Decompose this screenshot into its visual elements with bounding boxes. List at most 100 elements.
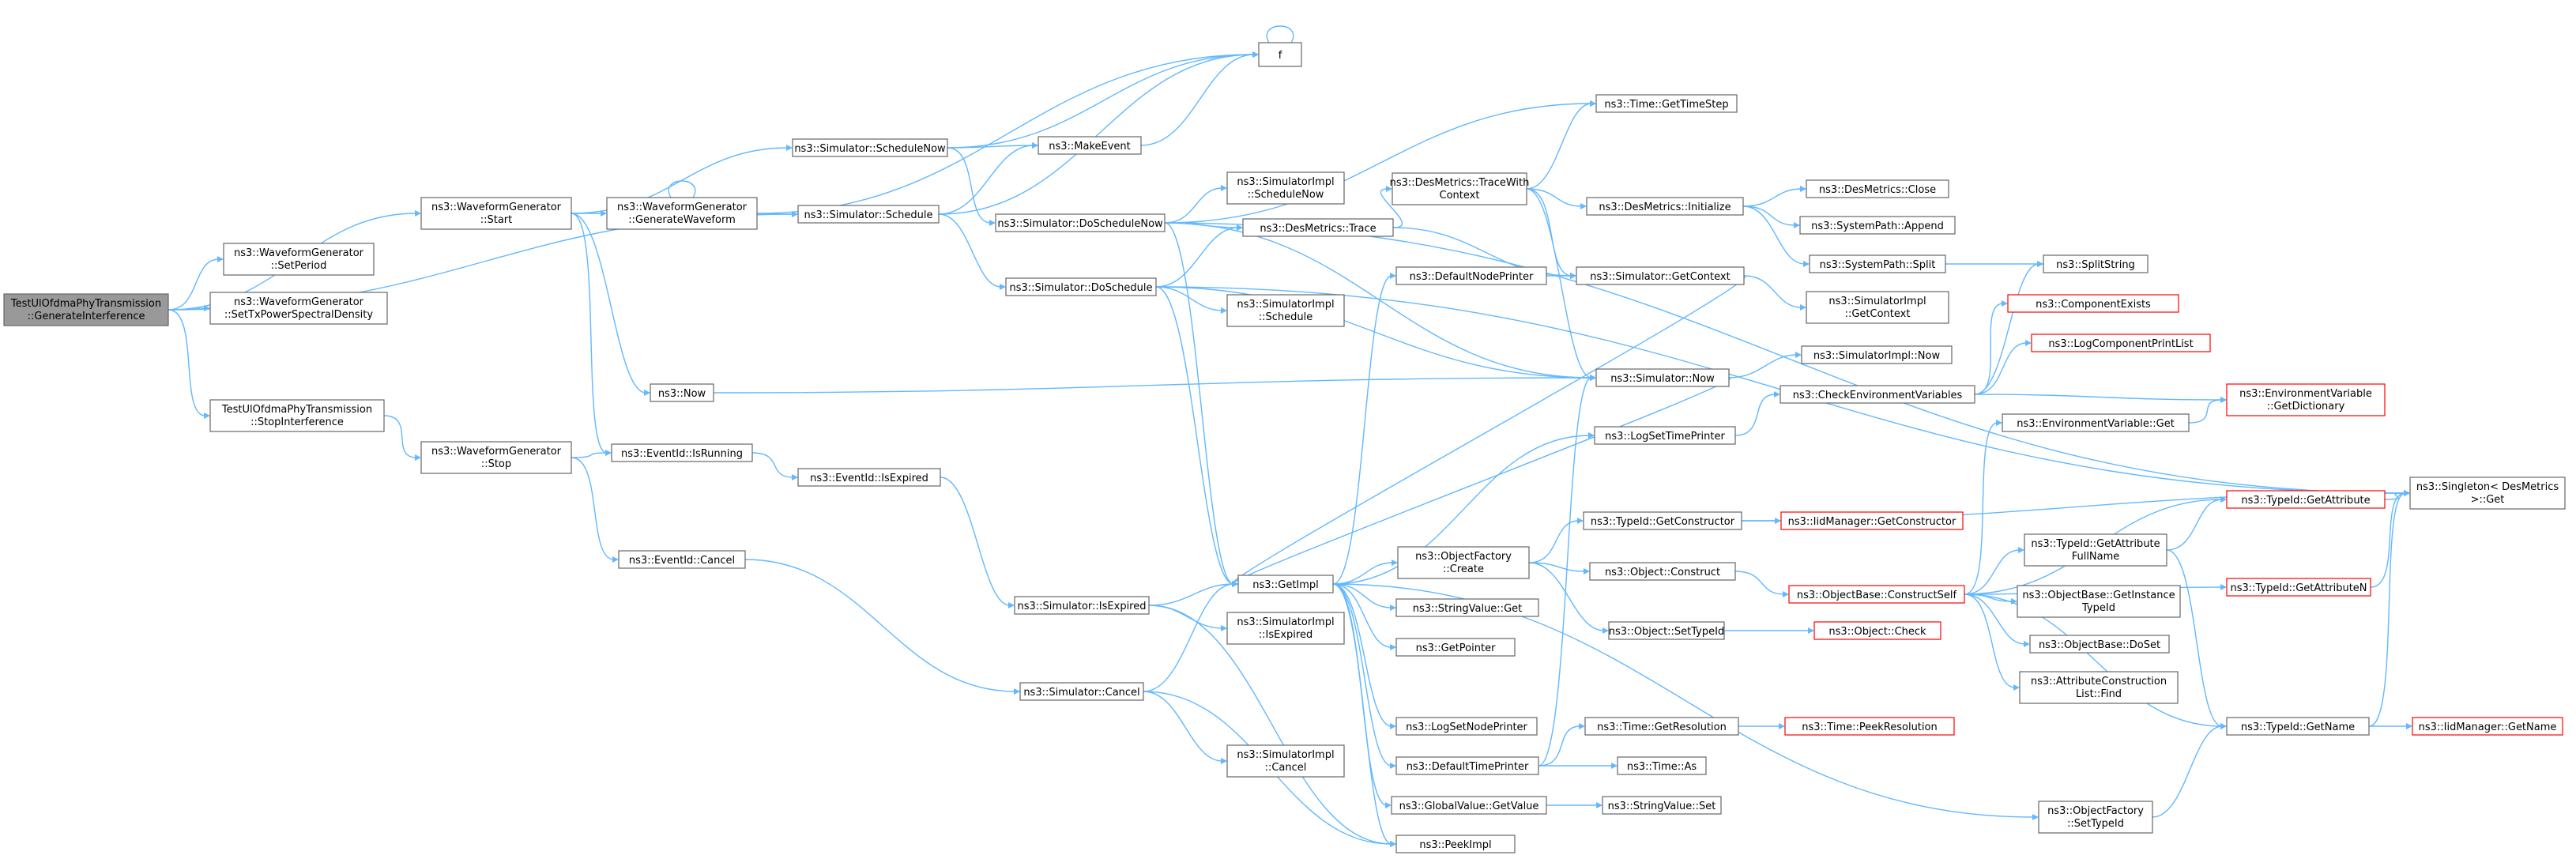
node-sim-now[interactable]: ns3::Simulator::Now [1595, 368, 1730, 387]
node-singleton-get[interactable]: ns3::Singleton< DesMetrics >::Get [2409, 477, 2566, 510]
edge-desmetrics_tracewith-to-time_gettimestep [1526, 103, 1592, 190]
node-label: ns3::WaveformGenerator [234, 247, 364, 259]
node-box [2017, 585, 2181, 618]
node-sim-doschedulenow[interactable]: ns3::Simulator::DoScheduleNow [995, 213, 1166, 232]
node-getimpl[interactable]: ns3::GetImpl [1237, 575, 1334, 593]
arrowhead-objfactory_create-to-object_construct [1584, 568, 1590, 575]
node-logsetnodeprinter[interactable]: ns3::LogSetNodePrinter [1395, 717, 1538, 736]
node-getpointer[interactable]: ns3::GetPointer [1395, 638, 1516, 657]
node-typeid-getconstructor[interactable]: ns3::TypeId::GetConstructor [1583, 511, 1742, 530]
node-time-peekresolution[interactable]: ns3::Time::PeekResolution [1784, 717, 1955, 736]
node-desmetrics-initialize[interactable]: ns3::DesMetrics::Initialize [1586, 197, 1744, 216]
edge-evt_isrunning-to-evt_isexpired [751, 452, 794, 478]
node-stopinterf[interactable]: TestUlOfdmaPhyTransmission::StopInterfer… [209, 399, 385, 432]
arrowhead-root-to-stopinterf [204, 413, 210, 419]
node-componentexists[interactable]: ns3::ComponentExists [2007, 294, 2179, 313]
node-simimpl-schedule[interactable]: ns3::SimulatorImpl::Schedule [1226, 294, 1345, 327]
node-logcomponentprintlist[interactable]: ns3::LogComponentPrintList [2031, 333, 2211, 352]
node-stringvalue-get[interactable]: ns3::StringValue::Get [1395, 598, 1539, 617]
node-sim-doschedule[interactable]: ns3::Simulator::DoSchedule [1005, 277, 1157, 296]
node-simimpl-schedulenow[interactable]: ns3::SimulatorImpl::ScheduleNow [1226, 171, 1345, 205]
node-checkenvvars[interactable]: ns3::CheckEnvironmentVariables [1779, 385, 1975, 404]
node-sim-isexpired[interactable]: ns3::Simulator::IsExpired [1014, 596, 1150, 615]
node-label: ns3::GetPointer [1416, 642, 1496, 654]
node-typeid-getattribute[interactable]: ns3::TypeId::GetAttribute [2226, 490, 2386, 509]
node-defaulttimeprinter[interactable]: ns3::DefaultTimePrinter [1395, 756, 1539, 775]
node-typeid-getattributen[interactable]: ns3::TypeId::GetAttributeN [2226, 578, 2371, 597]
node-object-check[interactable]: ns3::Object::Check [1813, 621, 1941, 640]
node-time-gettimestep[interactable]: ns3::Time::GetTimeStep [1595, 94, 1738, 113]
node-typeid-getname[interactable]: ns3::TypeId::GetName [2226, 717, 2370, 736]
arrowhead-defaulttimeprinter-to-time_getresolution [1579, 723, 1585, 729]
node-evt-isrunning[interactable]: ns3::EventId::IsRunning [611, 443, 753, 462]
node-wg-genwave[interactable]: ns3::WaveformGenerator::GenerateWaveform [606, 197, 758, 230]
edge-objectbase_constructself-to-attrconstructionlist_find [1964, 593, 2016, 688]
edge-checkenvvars-to-componentexists [1974, 303, 2004, 395]
node-sim-getcontext[interactable]: ns3::Simulator::GetContext [1576, 266, 1745, 285]
node-object-construct[interactable]: ns3::Object::Construct [1589, 562, 1736, 581]
node-objectbase-doset[interactable]: ns3::ObjectBase::DoSet [2029, 635, 2170, 654]
edge-logsettimeprinter-to-checkenvvars [1734, 394, 1776, 436]
node-label: ns3::IidManager::GetName [2419, 721, 2557, 733]
node-simimpl-now[interactable]: ns3::SimulatorImpl::Now [1801, 345, 1953, 364]
node-simimpl-cancel[interactable]: ns3::SimulatorImpl::Cancel [1226, 744, 1345, 778]
edge-getimpl-to-stringvalue_get [1332, 583, 1392, 608]
node-wg-settxpsd[interactable]: ns3::WaveformGenerator::SetTxPowerSpectr… [209, 292, 388, 325]
node-simimpl-isexpired[interactable]: ns3::SimulatorImpl::IsExpired [1226, 612, 1345, 645]
arrowhead-objfactory_settypeid-to-typeid_getname [2220, 723, 2227, 729]
edge-sim_isexpired-to-getimpl [1148, 583, 1234, 606]
node-box [2409, 477, 2566, 510]
node-time-as[interactable]: ns3::Time::As [1617, 756, 1707, 775]
node-simimpl-getcontext[interactable]: ns3::SimulatorImpl::GetContext [1806, 291, 1949, 324]
node-makeevent[interactable]: ns3::MakeEvent [1038, 136, 1142, 155]
node-label: ns3::Time::GetTimeStep [1604, 99, 1728, 111]
node-label: ns3::Simulator::Schedule [804, 209, 932, 221]
edge-envvar_get-to-envvar_getdictionary [2188, 399, 2223, 424]
node-label: ns3::LogSetTimePrinter [1605, 431, 1725, 443]
node-splitstring[interactable]: ns3::SplitString [2043, 254, 2149, 273]
node-globalvalue-getvalue[interactable]: ns3::GlobalValue::GetValue [1391, 796, 1547, 815]
node-label: ns3::SplitString [2056, 259, 2135, 271]
node-logsettimeprinter[interactable]: ns3::LogSetTimePrinter [1594, 426, 1736, 445]
node-systempath-split[interactable]: ns3::SystemPath::Split [1809, 254, 1946, 273]
node-defaultnodeprinter[interactable]: ns3::DefaultNodePrinter [1395, 266, 1547, 285]
node-systempath-append[interactable]: ns3::SystemPath::Append [1799, 216, 1956, 235]
node-object-settypeid[interactable]: ns3::Object::SetTypeId [1608, 621, 1725, 640]
edge-objectbase_constructself-to-typeid_getname [1964, 593, 2223, 727]
node-time-getresolution[interactable]: ns3::Time::GetResolution [1584, 717, 1739, 736]
edge-wg_start-to-now [571, 213, 646, 394]
node-box [1788, 585, 1965, 604]
node-objfactory-create[interactable]: ns3::ObjectFactory::Create [1397, 546, 1530, 579]
node-envvar-getdictionary[interactable]: ns3::EnvironmentVariable::GetDictionary [2226, 383, 2386, 416]
node-root[interactable]: TestUlOfdmaPhyTransmission::GenerateInte… [3, 293, 169, 326]
arrowhead-root-to-wg_start [415, 210, 421, 217]
node-sim-schedulenow[interactable]: ns3::Simulator::ScheduleNow [792, 138, 948, 157]
arrowhead-typeid_getname-to-iidmanager_getname [2406, 723, 2412, 729]
node-iidmanager-getconstructor[interactable]: ns3::IidManager::GetConstructor [1780, 511, 1964, 530]
node-now[interactable]: ns3::Now [650, 383, 714, 402]
node-sim-cancel[interactable]: ns3::Simulator::Cancel [1019, 682, 1144, 701]
arrowhead-getimpl-to-defaulttimeprinter [1390, 763, 1396, 769]
node-box [1237, 575, 1334, 593]
node-sim-schedule[interactable]: ns3::Simulator::Schedule [797, 205, 940, 224]
edge-sim_doschedulenow-to-simimpl_schedulenow [1164, 187, 1223, 224]
node-iidmanager-getname[interactable]: ns3::IidManager::GetName [2412, 717, 2563, 736]
edge-object_construct-to-objectbase_constructself [1734, 571, 1785, 595]
node-evt-isexpired[interactable]: ns3::EventId::IsExpired [797, 468, 941, 487]
node-envvar-get[interactable]: ns3::EnvironmentVariable::Get [2002, 413, 2190, 432]
node-wg-setperiod[interactable]: ns3::WaveformGenerator::SetPeriod [223, 243, 375, 276]
node-desmetrics-close[interactable]: ns3::DesMetrics::Close [1806, 179, 1949, 198]
node-objectbase-constructself[interactable]: ns3::ObjectBase::ConstructSelf [1788, 585, 1965, 604]
node-desmetrics-trace[interactable]: ns3::DesMetrics::Trace [1242, 218, 1394, 237]
node-peekimpl[interactable]: ns3::PeekImpl [1395, 835, 1516, 853]
node-stringvalue-set[interactable]: ns3::StringValue::Set [1602, 796, 1722, 815]
node-wg-start[interactable]: ns3::WaveformGenerator::Start [420, 197, 572, 230]
node-objfactory-settypeid[interactable]: ns3::ObjectFactory::SetTypeId [2038, 801, 2153, 834]
node-evt-cancel[interactable]: ns3::EventId::Cancel [618, 550, 746, 569]
node-wg-stop[interactable]: ns3::WaveformGenerator::Stop [420, 441, 572, 474]
node-f[interactable]: f [1258, 42, 1302, 67]
